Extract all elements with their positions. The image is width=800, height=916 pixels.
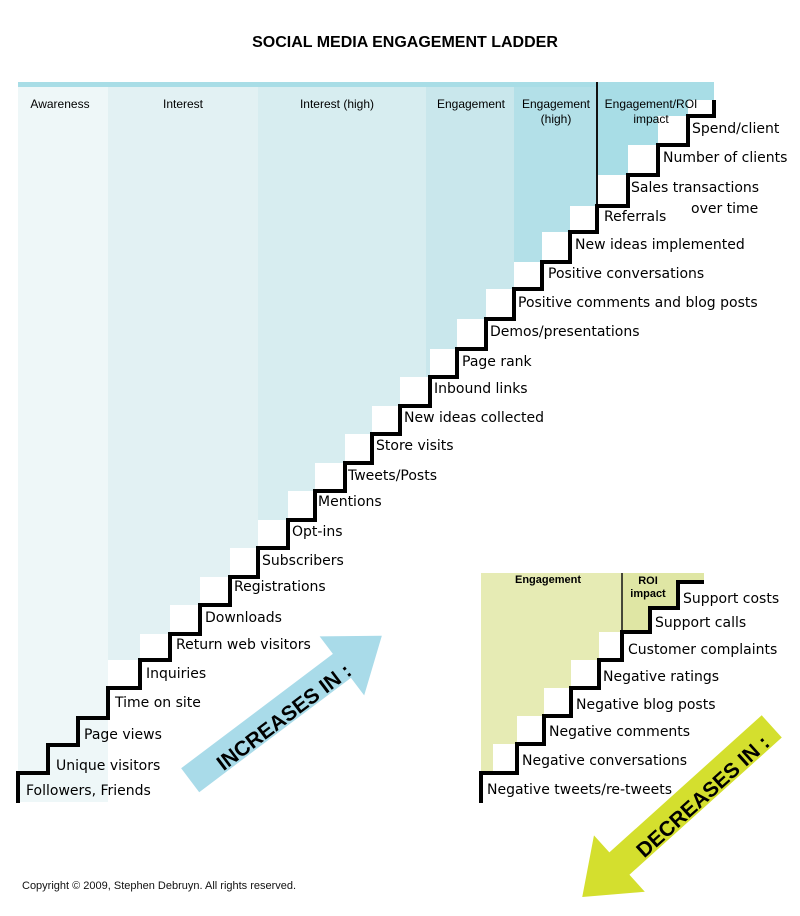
col-header-engagement-high: Engagement xyxy=(522,97,591,111)
step-label: Followers, Friends xyxy=(26,783,151,799)
step-label: Time on site xyxy=(114,695,201,711)
col-header-engagement-high-line2: (high) xyxy=(541,112,572,126)
col-header-interest-high: Interest (high) xyxy=(300,97,374,111)
column-engagement-neg-bg xyxy=(481,573,622,773)
step-label: Downloads xyxy=(205,610,282,626)
step-label: Registrations xyxy=(234,579,326,595)
step-label: Return web visitors xyxy=(176,637,311,653)
column-roi-bg xyxy=(597,82,714,175)
step-label: New ideas implemented xyxy=(575,237,745,253)
increases-label: INCREASES IN : xyxy=(213,659,356,775)
increase-step-labels: Followers, Friends Unique visitors Page … xyxy=(26,121,787,799)
neg-col-header-roi-line2: impact xyxy=(630,588,666,600)
step-label: Page rank xyxy=(462,354,533,370)
step-label: Positive conversations xyxy=(548,266,704,282)
step-label: Negative tweets/re-tweets xyxy=(487,782,672,798)
copyright-notice: Copyright © 2009, Stephen Debruyn. All r… xyxy=(22,880,297,892)
step-label: Mentions xyxy=(318,494,382,510)
col-header-awareness: Awareness xyxy=(30,97,89,111)
step-label: Referrals xyxy=(604,209,666,225)
col-header-engagement: Engagement xyxy=(437,97,506,111)
column-interest-bg xyxy=(108,82,258,660)
increase-columns xyxy=(18,82,714,802)
step-label: Support costs xyxy=(683,591,779,607)
column-interest-high-bg xyxy=(258,82,426,520)
decrease-column-headers: Engagement ROI impact xyxy=(515,574,666,600)
down-arrow-icon xyxy=(582,715,782,898)
col-header-roi: Engagement/ROI xyxy=(605,97,698,111)
step-label: Number of clients xyxy=(663,150,787,166)
diagram-title: SOCIAL MEDIA ENGAGEMENT LADDER xyxy=(252,34,558,51)
col-header-interest: Interest xyxy=(163,97,204,111)
column-awareness-bg xyxy=(18,82,108,802)
step-label: Customer complaints xyxy=(628,642,777,658)
column-roi-neg-bg xyxy=(622,573,704,632)
step-label: Negative comments xyxy=(549,724,690,740)
step-label: Support calls xyxy=(655,615,746,631)
top-band xyxy=(18,82,714,87)
step-label: Unique visitors xyxy=(56,758,160,774)
step-label: Opt-ins xyxy=(292,524,343,540)
up-arrow-icon xyxy=(181,635,382,793)
decrease-columns xyxy=(481,573,704,773)
step-label: Negative blog posts xyxy=(576,697,716,713)
decrease-staircase xyxy=(479,580,704,803)
step-label: Spend/client xyxy=(692,121,780,137)
step-label: New ideas collected xyxy=(404,410,544,426)
column-engagement-high-bg xyxy=(514,82,597,262)
increase-column-headers: Awareness Interest Interest (high) Engag… xyxy=(30,97,697,126)
step-label: Tweets/Posts xyxy=(347,468,437,484)
step-label: Subscribers xyxy=(262,553,344,569)
step-label: Positive comments and blog posts xyxy=(518,295,758,311)
increase-staircase xyxy=(16,100,716,803)
step-label: Demos/presentations xyxy=(490,324,640,340)
step-label: Negative conversations xyxy=(522,753,687,769)
step-label: Inbound links xyxy=(434,381,528,397)
step-label: Sales transactions xyxy=(631,180,759,196)
step-label: Page views xyxy=(84,727,162,743)
column-engagement-bg xyxy=(426,82,514,377)
step-label: Negative ratings xyxy=(603,669,719,685)
decrease-step-labels: Negative tweets/re-tweets Negative conve… xyxy=(487,591,779,798)
step-label: over time xyxy=(691,201,758,217)
step-label: Inquiries xyxy=(146,666,206,682)
col-header-roi-line2: impact xyxy=(633,112,669,126)
neg-col-header-roi: ROI xyxy=(638,575,658,587)
step-label: Store visits xyxy=(376,438,454,454)
neg-col-header-engagement: Engagement xyxy=(515,574,581,586)
